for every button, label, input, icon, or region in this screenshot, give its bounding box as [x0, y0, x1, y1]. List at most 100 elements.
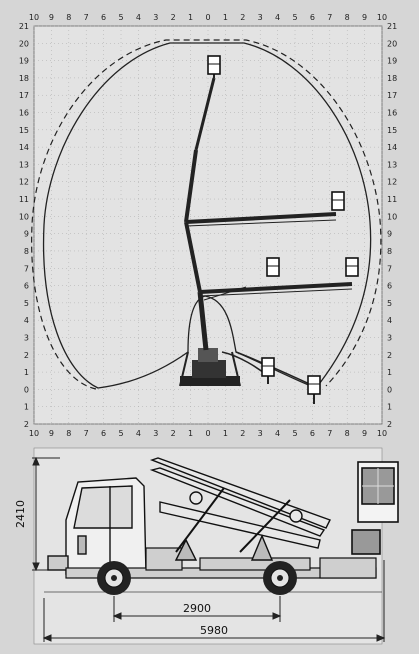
y-tick-label: 5: [24, 299, 29, 308]
y-tick-label: 7: [24, 264, 29, 273]
x-tick-label: 9: [49, 13, 54, 22]
y-tick-label: 19: [387, 57, 397, 66]
y-tick-label: 10: [19, 212, 29, 221]
working-envelope-outer-dashed: [31, 39, 382, 390]
y-tick-label: 3: [24, 333, 29, 342]
x-tick-label: 2: [240, 13, 245, 22]
basket-low-right: [345, 257, 359, 277]
x-tick-label: 10: [377, 429, 387, 438]
x-tick-label: 2: [171, 13, 176, 22]
y-tick-label: 14: [387, 143, 397, 152]
length-label: 5980: [200, 624, 228, 637]
x-tick-label: 6: [310, 13, 315, 22]
y-tick-label: 10: [387, 212, 397, 221]
x-tick-label: 6: [101, 13, 106, 22]
boom-mid-horizontal: [185, 212, 337, 227]
basket-mid-right: [331, 191, 345, 211]
y-tick-label: 9: [387, 230, 392, 239]
y-tick-label: 1: [387, 403, 392, 412]
turret-base: [179, 348, 241, 387]
y-tick-label: 6: [24, 282, 29, 291]
y-tick-label: 13: [19, 160, 29, 169]
x-tick-label: 3: [258, 13, 263, 22]
x-tick-label: 4: [275, 13, 280, 22]
x-tick-label: 3: [258, 429, 263, 438]
x-tick-label: 6: [101, 429, 106, 438]
x-tick-label: 8: [345, 429, 350, 438]
y-tick-label: 6: [387, 282, 392, 291]
x-tick-label: 7: [327, 13, 332, 22]
y-tick-label: 18: [387, 74, 397, 83]
y-tick-label: 20: [19, 39, 29, 48]
y-tick-label: 4: [24, 316, 29, 325]
y-tick-label: 16: [19, 109, 29, 118]
truck-drawing: 2410: [14, 447, 399, 645]
x-tick-label: 8: [66, 429, 71, 438]
x-tick-label: 7: [84, 429, 89, 438]
basket-down-right: [307, 375, 321, 395]
x-tick-label: 10: [29, 429, 39, 438]
y-tick-label: 17: [387, 91, 397, 100]
y-tick-label: 1: [24, 368, 29, 377]
y-tick-label: 16: [387, 109, 397, 118]
x-tick-label: 0: [205, 13, 210, 22]
folded-boom: [149, 457, 331, 561]
boom-low-horizontal: [199, 282, 353, 301]
wheelbase-label: 2900: [183, 602, 211, 615]
y-tick-label: 8: [387, 247, 392, 256]
length-dimension: [42, 560, 386, 642]
x-tick-label: 9: [362, 429, 367, 438]
y-tick-label: 1: [24, 403, 29, 412]
x-tick-label: 4: [136, 429, 141, 438]
y-tick-label: 11: [387, 195, 397, 204]
y-tick-label: 2: [387, 420, 392, 429]
y-tick-label: 2: [24, 351, 29, 360]
basket-top: [207, 55, 221, 75]
x-tick-label: 7: [327, 429, 332, 438]
x-tick-label: 2: [171, 429, 176, 438]
y-tick-label: 12: [19, 178, 29, 187]
y-tick-label: 0: [387, 385, 392, 394]
x-tick-label: 3: [153, 429, 158, 438]
x-tick-label: 10: [29, 13, 39, 22]
x-tick-label: 9: [362, 13, 367, 22]
y-tick-label: 7: [387, 264, 392, 273]
x-tick-label: 2: [240, 429, 245, 438]
y-tick-label: 3: [387, 333, 392, 342]
x-tick-label: 1: [223, 429, 228, 438]
x-tick-label: 1: [223, 13, 228, 22]
y-tick-label: 4: [387, 316, 392, 325]
y-tick-label: 2: [24, 420, 29, 429]
wheelbase-dimension: [112, 596, 282, 622]
y-tick-label: 2: [387, 351, 392, 360]
y-tick-label: 15: [387, 126, 397, 135]
x-tick-label: 4: [275, 429, 280, 438]
y-tick-label: 12: [387, 178, 397, 187]
y-tick-label: 21: [387, 22, 397, 31]
x-tick-label: 8: [66, 13, 71, 22]
y-tick-label: 0: [24, 385, 29, 394]
y-tick-label: 14: [19, 143, 29, 152]
x-tick-label: 5: [118, 13, 123, 22]
y-tick-label: 13: [387, 160, 397, 169]
x-tick-label: 3: [153, 13, 158, 22]
x-tick-label: 9: [49, 429, 54, 438]
x-tick-label: 1: [188, 429, 193, 438]
rear-wheel: [263, 561, 297, 595]
x-tick-label: 8: [345, 13, 350, 22]
truck-chassis: [65, 547, 377, 579]
height-label: 2410: [14, 500, 27, 528]
x-tick-label: 5: [118, 429, 123, 438]
x-tick-label: 7: [84, 13, 89, 22]
y-tick-label: 18: [19, 74, 29, 83]
boom-vertical: [184, 70, 216, 351]
x-tick-label: 10: [377, 13, 387, 22]
y-tick-label: 19: [19, 57, 29, 66]
front-wheel: [97, 561, 131, 595]
x-tick-label: 4: [136, 13, 141, 22]
